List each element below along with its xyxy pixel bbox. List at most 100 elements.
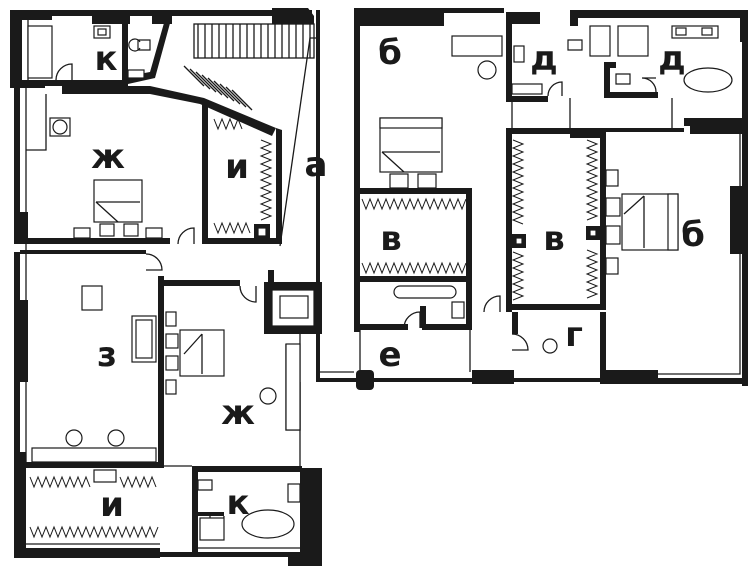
wall-center-vertical (316, 10, 320, 382)
sink-d-right-2 (701, 27, 713, 36)
chair-mid (259, 387, 277, 405)
wall-left-window-2 (14, 212, 28, 244)
bed-mid-pillow-1 (165, 333, 179, 349)
wall-bedroom-right (202, 104, 208, 244)
wall-right-top-mid (506, 12, 540, 100)
kitchen-box (127, 69, 145, 79)
bed-right-night-2 (605, 257, 619, 275)
stair-tread (231, 89, 253, 111)
wall-right-e-box-2 (422, 324, 472, 330)
right-line-1 (606, 134, 741, 375)
wall-d-right-top (604, 128, 684, 132)
bed-right-pillow-2 (605, 225, 621, 245)
door-d-right (641, 77, 657, 93)
wall-d-split-3 (604, 62, 616, 68)
bathtub-d-right (683, 67, 733, 93)
wardrobe-hatch (213, 117, 243, 131)
wall-bottom-right-post (600, 370, 658, 384)
chair-z-1 (65, 429, 83, 447)
sink-bottom (287, 483, 301, 503)
door-kitchen (55, 63, 73, 81)
label-b-top: б (378, 33, 402, 73)
wall-right-upper-block (684, 118, 744, 134)
staircase (183, 23, 315, 111)
wardrobe-mid-right (285, 343, 301, 431)
wall-top-post-1 (92, 10, 130, 24)
thin-lines (25, 20, 741, 549)
sink-d-left (513, 45, 525, 63)
wardrobes (29, 117, 599, 539)
bed-top (93, 179, 143, 223)
wall-right-top-left (354, 8, 444, 26)
wall-right-e-box (354, 324, 408, 330)
bed-right-top-pillow-2 (417, 173, 437, 189)
wall-mid-top-corridor (164, 280, 240, 286)
v-box-1-inner (515, 237, 523, 245)
stair-tread (201, 74, 223, 96)
sink-d-right-1 (675, 27, 687, 36)
wall-right-top (444, 8, 504, 13)
chair-top-left (52, 119, 68, 135)
door-bedroom-top (177, 227, 195, 245)
sofa-top-right (451, 35, 503, 57)
wall-corner-post (356, 370, 374, 390)
door-mid-left (145, 253, 163, 271)
stair-lower-treads (183, 65, 253, 111)
wall-right-v-right (466, 188, 472, 282)
label-i-top: и (225, 147, 249, 187)
stair-tread (183, 65, 205, 87)
bed-mid-night-2 (165, 379, 177, 395)
wall-right-exterior (742, 42, 748, 386)
desk-z (31, 447, 157, 463)
label-k-top: к (94, 39, 117, 79)
toilet-d-mid (615, 73, 631, 85)
bed-mid-night-1 (165, 311, 177, 327)
wall-mid-bottom (26, 462, 162, 468)
wardrobe-hatch (213, 221, 251, 235)
door-d-left (547, 81, 563, 97)
corridor-line-a (279, 37, 316, 247)
wall-bottom-bath-top (192, 466, 302, 472)
chair-g (542, 338, 558, 354)
wardrobe-hatch (29, 475, 91, 489)
divider-left-lounge (26, 94, 47, 151)
wall-g-right (600, 312, 606, 378)
bed-top-night-1 (73, 227, 91, 239)
bathtub-e (393, 285, 457, 299)
label-k-bottom: к (226, 483, 249, 523)
toilet-bottom (197, 479, 213, 491)
bed-right-top-sheet (381, 151, 440, 173)
wall-bedroom-bottom (20, 238, 170, 244)
stair-upper-treads (197, 24, 311, 58)
wall-shower-side (268, 270, 274, 284)
bed-right-top-head (379, 117, 443, 129)
door-e-right (483, 295, 501, 313)
sink-basin-top-left (97, 28, 107, 36)
wardrobe-small-inner (257, 227, 267, 237)
stair-tread (225, 86, 247, 108)
wardrobe-hatch (585, 139, 599, 221)
bathtub-bottom (241, 509, 295, 539)
wall-right-e-small (420, 306, 426, 328)
label-z: з (97, 335, 117, 375)
wall-right-v-bottom (354, 276, 470, 282)
wardrobe-hatch (585, 249, 599, 299)
chair-z-2 (107, 429, 125, 447)
sofa-z-arm (135, 319, 153, 359)
shower-tray (279, 295, 309, 319)
wardrobe-hatch (119, 475, 157, 489)
wall-left-lower (14, 252, 20, 552)
wall-d-left-bottom (506, 96, 548, 102)
wardrobe-hatch (259, 139, 273, 221)
wall-right-center-left (354, 20, 360, 332)
wall-right-top-right (570, 10, 748, 42)
toilet-d-left (567, 39, 583, 51)
wardrobe-bottom-box (93, 469, 117, 483)
wall-right-e-right (466, 282, 472, 330)
interior-walls (20, 16, 684, 556)
cabinet-d-left (589, 25, 611, 57)
wall-kitchen-bottom (22, 80, 62, 86)
door-g (511, 333, 529, 351)
label-v-center: в (380, 219, 402, 259)
